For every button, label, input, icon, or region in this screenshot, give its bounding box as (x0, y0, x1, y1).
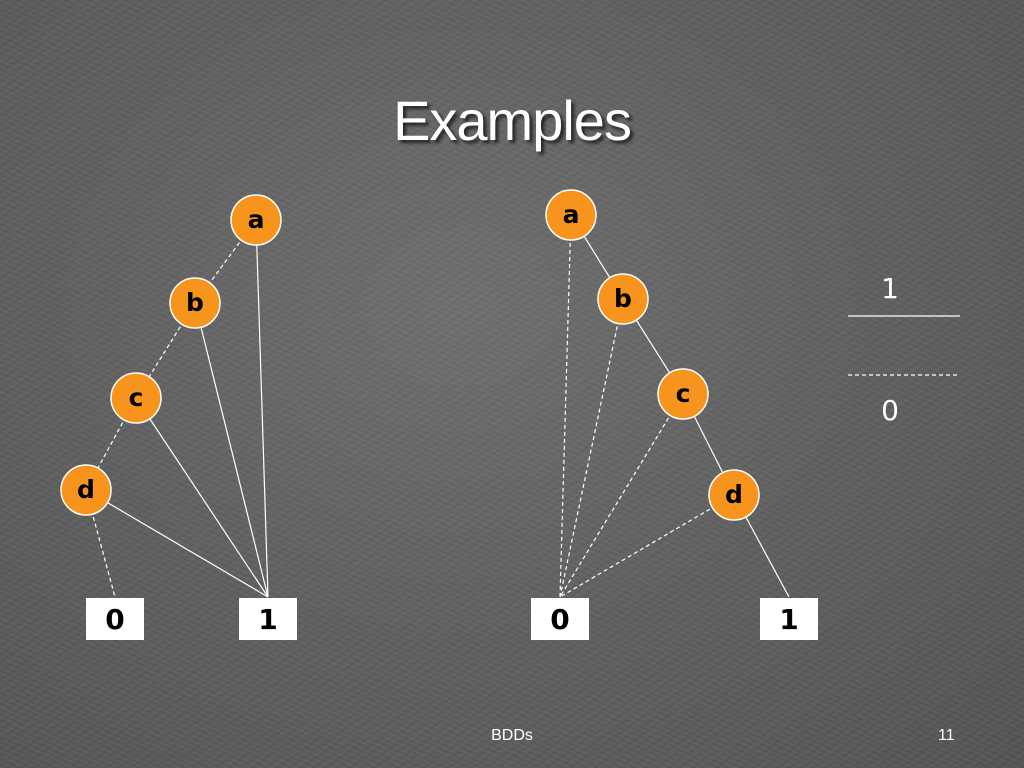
legend-solid-label: 1 (881, 272, 899, 305)
slide-title: Examples (393, 89, 632, 152)
page-number: 11 (938, 727, 955, 744)
node-circle-b (597, 273, 649, 325)
edge-d-0-dashed (85, 489, 116, 598)
edge-a-1-solid (255, 219, 269, 598)
legend-dashed-label: 0 (881, 394, 899, 427)
node-circle-d (60, 464, 112, 516)
node-circle-a (545, 189, 597, 241)
node-label-c: c (676, 379, 691, 408)
node-label-d: d (725, 480, 743, 509)
edge-c-0-dashed (559, 393, 684, 598)
bdd-left: 0 1 a b c d (60, 194, 297, 640)
terminal-label-1: 1 (779, 603, 798, 636)
bdd-right: 0 1 a b c d (531, 189, 818, 640)
node-label-c: c (129, 383, 144, 412)
terminal-box-1 (760, 598, 818, 640)
terminal-label-0: 0 (550, 603, 569, 636)
edge-c-1-solid (135, 397, 269, 598)
terminal-box-1 (239, 598, 297, 640)
terminal-label-1: 1 (258, 603, 277, 636)
edge-b-0-dashed (559, 298, 624, 598)
edge-d-1-solid (85, 489, 269, 598)
edge-a-0-dashed (559, 214, 572, 598)
node-label-a: a (248, 205, 265, 234)
node-circle-c (110, 372, 162, 424)
edge-d-0-dashed (559, 494, 735, 598)
footer-title: BDDs (491, 727, 533, 744)
edge-b-1-solid (194, 302, 269, 598)
legend: 1 0 (848, 272, 960, 427)
node-circle-c (657, 368, 709, 420)
node-label-a: a (563, 200, 580, 229)
node-label-b: b (614, 284, 632, 313)
node-circle-d (708, 469, 760, 521)
node-label-d: d (77, 475, 95, 504)
terminal-box-0 (531, 598, 589, 640)
node-circle-b (169, 277, 221, 329)
node-label-b: b (186, 288, 204, 317)
node-circle-a (230, 194, 282, 246)
terminal-label-0: 0 (105, 603, 124, 636)
terminal-box-0 (86, 598, 144, 640)
